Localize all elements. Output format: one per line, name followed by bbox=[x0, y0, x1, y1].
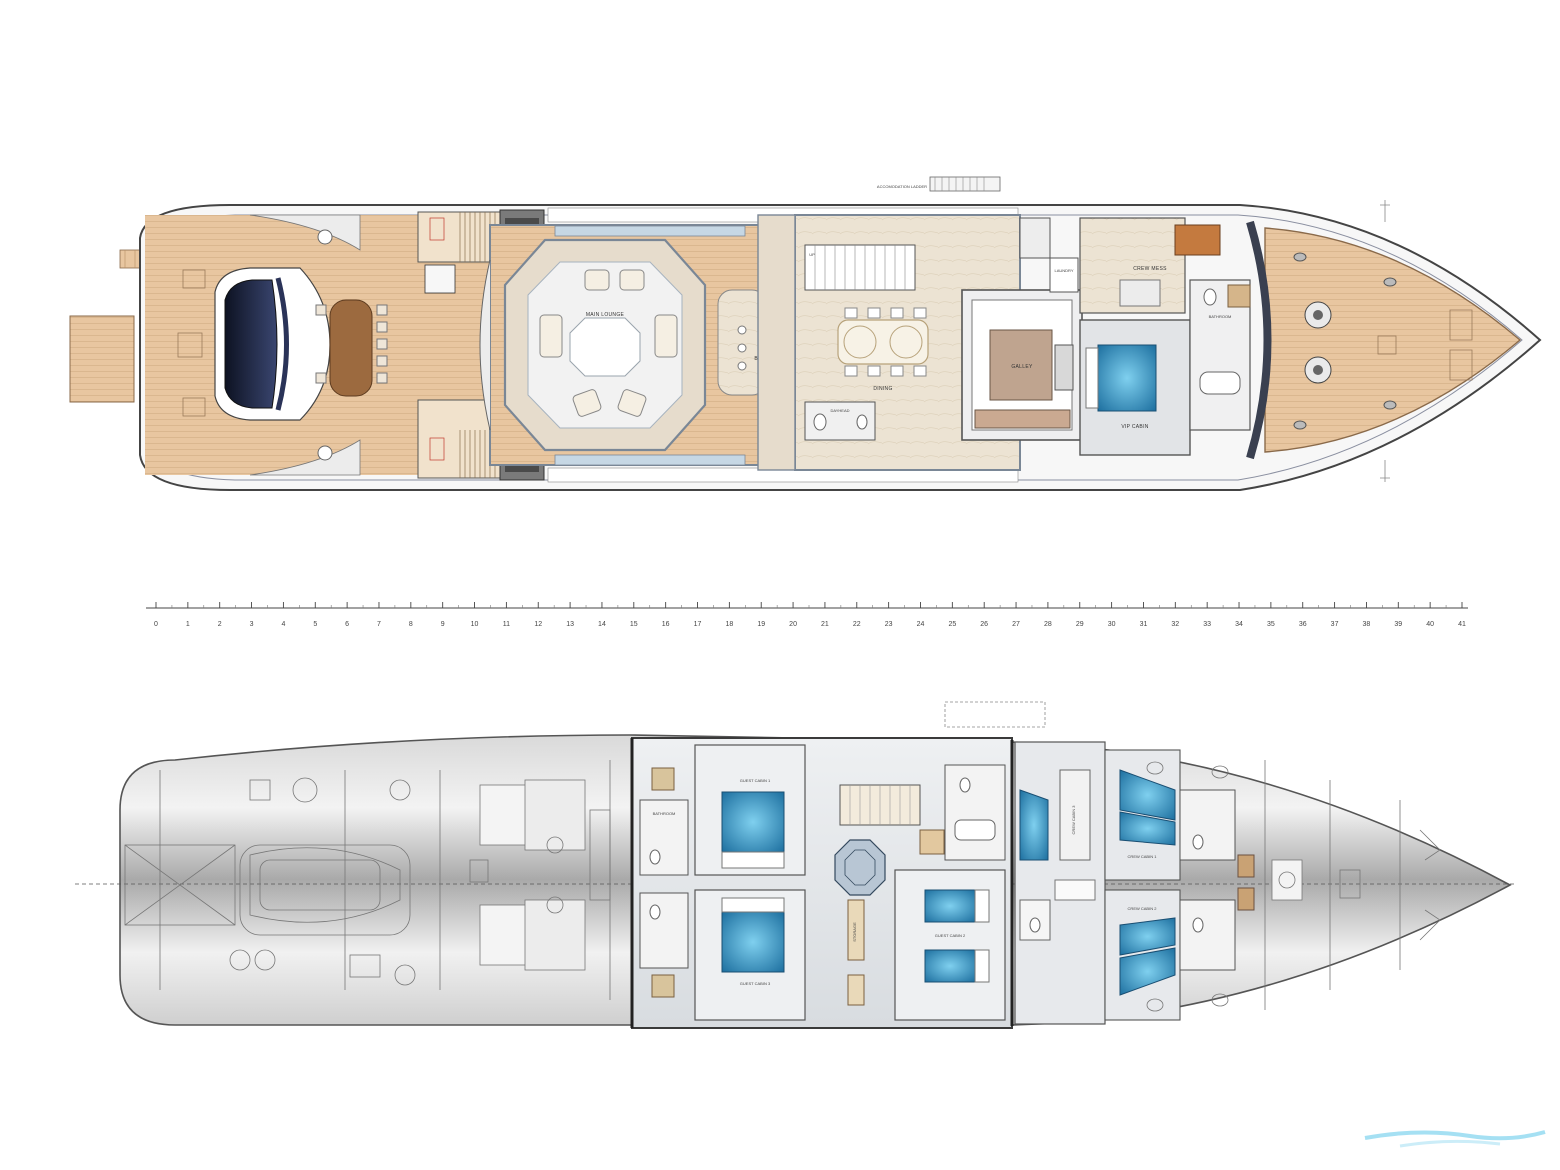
scale-tick-label: 32 bbox=[1171, 621, 1179, 628]
scale-tick-label: 8 bbox=[409, 621, 413, 628]
scale-tick-label: 3 bbox=[250, 621, 254, 628]
scale-tick-label: 9 bbox=[441, 621, 445, 628]
scale-tick-label: 18 bbox=[725, 621, 733, 628]
label-guest-cabin-3: GUEST CABIN 3 bbox=[740, 981, 771, 986]
scale-tick-label: 35 bbox=[1267, 621, 1275, 628]
guest-cabin-1: GUEST CABIN 1 bbox=[694, 744, 806, 876]
scale-tick-label: 38 bbox=[1363, 621, 1371, 628]
scale-tick-label: 28 bbox=[1044, 621, 1052, 628]
engine-room bbox=[124, 760, 611, 1000]
guest-cabin-3: GUEST CABIN 3 bbox=[694, 889, 806, 1021]
label-guest-cabin-1: GUEST CABIN 1 bbox=[740, 778, 771, 783]
scale-tick-label: 23 bbox=[885, 621, 893, 628]
scale-tick-label: 27 bbox=[1012, 621, 1020, 628]
scale-tick-label: 4 bbox=[281, 621, 285, 628]
scale-tick-label: 12 bbox=[534, 621, 542, 628]
scale-tick-label: 37 bbox=[1331, 621, 1339, 628]
main-deck-stairwell: UP bbox=[804, 244, 916, 291]
laundry: LAUNDRY bbox=[1049, 257, 1079, 293]
crew-mess: CREW MESS bbox=[1079, 217, 1221, 314]
scale-tick-label: 30 bbox=[1108, 621, 1116, 628]
scale-tick-label: 41 bbox=[1458, 621, 1466, 628]
scale-tick-label: 19 bbox=[757, 621, 765, 628]
scale-tick-label: 22 bbox=[853, 621, 861, 628]
label-accommodation-ladder: ACCOMODATION LADDER bbox=[877, 184, 927, 189]
scale-tick-label: 0 bbox=[154, 621, 158, 628]
label-crew-cabin-3: CREW CABIN 3 bbox=[1071, 805, 1076, 835]
guest-cabin-2: GUEST CABIN 2 bbox=[894, 869, 1006, 1021]
accommodation-ladder: ACCOMODATION LADDER bbox=[877, 176, 1001, 192]
guest-bathroom-fwd bbox=[944, 764, 1006, 861]
galley: GALLEY bbox=[961, 289, 1083, 441]
scale-tick-label: 5 bbox=[313, 621, 317, 628]
label-dayhead: DAYHEAD bbox=[830, 408, 849, 413]
main-deck-plan: ACCOMODATION LADDER bbox=[69, 176, 1542, 491]
scale-tick-label: 40 bbox=[1426, 621, 1434, 628]
label-storage: STORAGE bbox=[852, 922, 857, 942]
bar: BAR bbox=[717, 289, 767, 396]
aft-dining-table bbox=[315, 299, 388, 397]
scale-tick-label: 29 bbox=[1076, 621, 1084, 628]
label-crew-mess: CREW MESS bbox=[1133, 266, 1167, 272]
scale-tick-label: 6 bbox=[345, 621, 349, 628]
scale-tick-label: 14 bbox=[598, 621, 606, 628]
scale-tick-label: 34 bbox=[1235, 621, 1243, 628]
label-vip-cabin: VIP CABIN bbox=[1121, 424, 1148, 430]
lower-deck-hatch bbox=[944, 701, 1046, 728]
scale-tick-label: 2 bbox=[218, 621, 222, 628]
label-dining: DINING bbox=[873, 386, 892, 392]
label-bathroom-lower: BATHROOM bbox=[653, 811, 676, 816]
scale-tick-label: 24 bbox=[917, 621, 925, 628]
bow-compartment bbox=[1146, 760, 1441, 1012]
watermark-wave bbox=[1364, 1130, 1546, 1148]
crew-cabin-2: CREW CABIN 2 bbox=[1104, 889, 1181, 1021]
label-crew-cabin-2: CREW CABIN 2 bbox=[1128, 906, 1158, 911]
crew-bathrooms bbox=[1179, 789, 1255, 971]
scale-tick-label: 10 bbox=[471, 621, 479, 628]
crew-area: CREW CABIN 3 bbox=[1014, 741, 1106, 1025]
scale-tick-label: 16 bbox=[662, 621, 670, 628]
scale-tick-label: 15 bbox=[630, 621, 638, 628]
label-galley: GALLEY bbox=[1011, 364, 1033, 370]
dining-area: DINING bbox=[837, 307, 929, 392]
scale-tick-label: 33 bbox=[1203, 621, 1211, 628]
vip-bathroom: BATHROOM bbox=[1189, 279, 1251, 431]
dayhead: DAYHEAD bbox=[804, 401, 876, 441]
scale-tick-label: 25 bbox=[948, 621, 956, 628]
scale-tick-label: 26 bbox=[980, 621, 988, 628]
label-laundry: LAUNDRY bbox=[1054, 268, 1073, 273]
scale-tick-label: 20 bbox=[789, 621, 797, 628]
label-crew-cabin-1: CREW CABIN 1 bbox=[1128, 854, 1158, 859]
foredeck bbox=[1246, 220, 1522, 460]
aft-sunpad bbox=[214, 267, 331, 421]
label-guest-cabin-2: GUEST CABIN 2 bbox=[935, 933, 966, 938]
vip-cabin: VIP CABIN bbox=[1079, 319, 1191, 456]
scale-tick-label: 7 bbox=[377, 621, 381, 628]
label-bathroom: BATHROOM bbox=[1209, 314, 1232, 319]
scale-tick-label: 21 bbox=[821, 621, 829, 628]
main-lounge: MAIN LOUNGE bbox=[503, 238, 707, 452]
guest-bathrooms-aft: BATHROOM bbox=[639, 767, 689, 998]
scale-tick-label: 31 bbox=[1140, 621, 1148, 628]
label-up: UP bbox=[809, 252, 815, 257]
label-main-lounge: MAIN LOUNGE bbox=[586, 312, 625, 318]
scale-tick-label: 36 bbox=[1299, 621, 1307, 628]
crew-cabin-1: CREW CABIN 1 bbox=[1104, 749, 1181, 881]
scale-tick-label: 39 bbox=[1394, 621, 1402, 628]
scale-tick-label: 1 bbox=[186, 621, 190, 628]
scale-tick-label: 11 bbox=[503, 621, 510, 628]
lower-deck-plan: GUEST CABIN 1 GUEST CABIN 3 BATHROOM S bbox=[75, 701, 1515, 1029]
scale-tick-label: 13 bbox=[566, 621, 574, 628]
lower-lobby: STORAGE bbox=[834, 784, 945, 1006]
scale-tick-label: 17 bbox=[694, 621, 702, 628]
